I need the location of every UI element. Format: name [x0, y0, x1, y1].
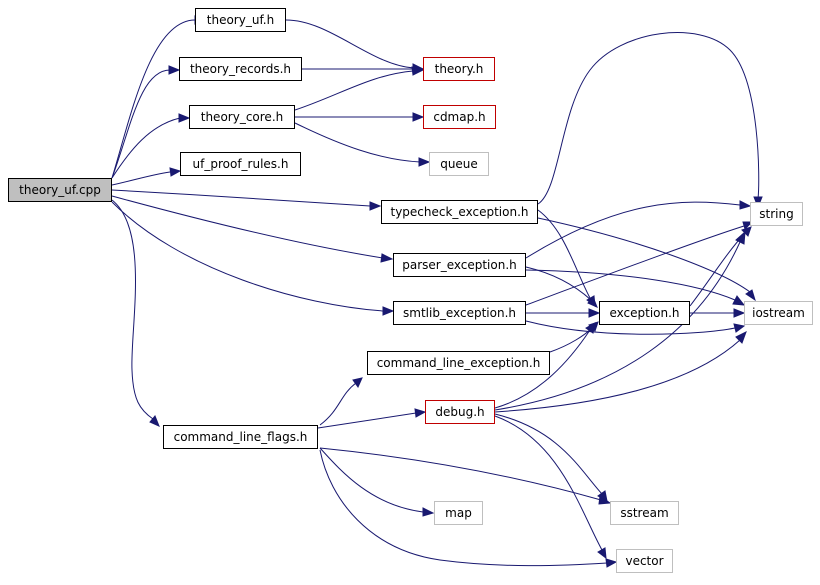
arrow-debug_h-sstream — [597, 490, 608, 502]
edge-debug_h-vector — [494, 415, 603, 551]
node-vector: vector — [616, 549, 673, 573]
arrow-theory_core_h-cdmap_h — [412, 112, 425, 122]
arrow-command_line_flags_h-command_line_exception_h — [352, 377, 363, 389]
edge-command_line_flags_h-command_line_exception_h — [319, 382, 357, 426]
node-map: map — [434, 501, 483, 525]
edge-theory_core_h-queue — [294, 122, 421, 163]
arrow-command_line_flags_h-vector — [605, 558, 618, 568]
arrow-smtlib_exception_h-string — [742, 221, 754, 230]
edge-smtlib_exception_h-string — [525, 225, 745, 306]
edge-theory_uf_cpp-theory_uf_h — [111, 19, 196, 179]
arrow-debug_h-iostream — [735, 330, 747, 344]
arrow-parser_exception_h-string — [739, 200, 752, 210]
node-smtlib-exception-h[interactable]: smtlib_exception.h — [393, 301, 526, 325]
edge-parser_exception_h-iostream — [525, 269, 736, 301]
node-debug-h[interactable]: debug.h — [425, 400, 495, 424]
arrow-theory_uf_cpp-uf_proof_rules_h — [169, 167, 182, 177]
arrow-typecheck_exception_h-iostream — [745, 289, 756, 302]
arrow-theory_uf_cpp-typecheck_exception_h — [369, 201, 382, 211]
node-queue: queue — [429, 152, 489, 176]
arrow-theory_uf_cpp-parser_exception_h — [380, 253, 394, 263]
edge-typecheck_exception_h-string — [537, 32, 760, 205]
node-typecheck-exception-h[interactable]: typecheck_exception.h — [381, 200, 538, 224]
edge-theory_core_h-theory_h — [294, 70, 414, 111]
arrow-smtlib_exception_h-iostream — [733, 323, 746, 333]
edge-parser_exception_h-exception_h — [525, 266, 592, 301]
edge-typecheck_exception_h-iostream — [537, 217, 751, 293]
arrow-command_line_flags_h-debug_h — [414, 408, 427, 418]
node-uf-proof-rules-h[interactable]: uf_proof_rules.h — [180, 152, 301, 176]
edge-command_line_flags_h-sstream — [319, 447, 602, 501]
edge-command_line_flags_h-vector — [319, 449, 608, 567]
arrow-theory_core_h-theory_h — [411, 66, 425, 76]
edge-exception_h-string — [689, 232, 746, 307]
arrow-theory_uf_cpp-smtlib_exception_h — [382, 306, 395, 316]
edge-debug_h-iostream — [494, 339, 741, 413]
arrow-command_line_flags_h-map — [422, 507, 435, 517]
node-command-line-exception-h[interactable]: command_line_exception.h — [367, 351, 550, 375]
edge-theory_uf_cpp-theory_core_h — [111, 117, 181, 179]
node-string: string — [750, 202, 803, 226]
node-theory-h[interactable]: theory.h — [423, 57, 495, 81]
edge-debug_h-string — [494, 241, 741, 411]
node-theory-uf-h[interactable]: theory_uf.h — [195, 8, 286, 32]
edge-theory_uf_cpp-uf_proof_rules_h — [111, 171, 171, 186]
edge-theory_uf_cpp-theory_records_h — [111, 69, 171, 179]
node-command-line-flags-h[interactable]: command_line_flags.h — [163, 425, 318, 449]
arrow-debug_h-vector — [597, 547, 607, 560]
arrow-theory_uf_cpp-theory_core_h — [178, 113, 191, 123]
edge-command_line_flags_h-debug_h — [317, 412, 417, 429]
arrow-parser_exception_h-iostream — [732, 295, 746, 306]
node-theory-records-h[interactable]: theory_records.h — [179, 57, 302, 81]
node-cdmap-h[interactable]: cdmap.h — [423, 105, 496, 129]
arrow-theory_uf_cpp-theory_records_h — [168, 65, 181, 75]
edge-smtlib_exception_h-iostream — [525, 320, 736, 335]
edge-parser_exception_h-string — [525, 201, 741, 259]
edge-typecheck_exception_h-exception_h — [537, 209, 591, 299]
arrow-theory_uf_cpp-command_line_flags_h — [149, 415, 160, 427]
arrow-exception_h-iostream — [733, 308, 746, 318]
edge-theory_uf_cpp-command_line_flags_h — [111, 199, 154, 420]
node-theory-core-h[interactable]: theory_core.h — [189, 105, 295, 129]
node-iostream: iostream — [744, 301, 813, 325]
edge-debug_h-exception_h — [494, 329, 591, 409]
node-exception-h[interactable]: exception.h — [599, 301, 690, 325]
edge-theory_uf_h-theory_h — [285, 19, 415, 69]
edge-debug_h-sstream — [494, 413, 603, 495]
edge-theory_uf_cpp-typecheck_exception_h — [111, 189, 371, 207]
node-parser-exception-h[interactable]: parser_exception.h — [393, 253, 526, 277]
arrow-smtlib_exception_h-exception_h — [588, 308, 601, 318]
edge-theory_uf_cpp-smtlib_exception_h — [111, 201, 384, 312]
edge-theory_uf_cpp-parser_exception_h — [111, 195, 384, 259]
arrow-exception_h-string — [741, 226, 752, 237]
arrow-theory_core_h-queue — [418, 157, 431, 167]
arrow-debug_h-exception_h — [585, 322, 596, 334]
edge-command_line_flags_h-map — [319, 447, 424, 513]
arrow-parser_exception_h-exception_h — [587, 296, 598, 308]
node-sstream: sstream — [610, 501, 679, 525]
node-theory-uf-cpp[interactable]: theory_uf.cpp — [8, 178, 112, 202]
